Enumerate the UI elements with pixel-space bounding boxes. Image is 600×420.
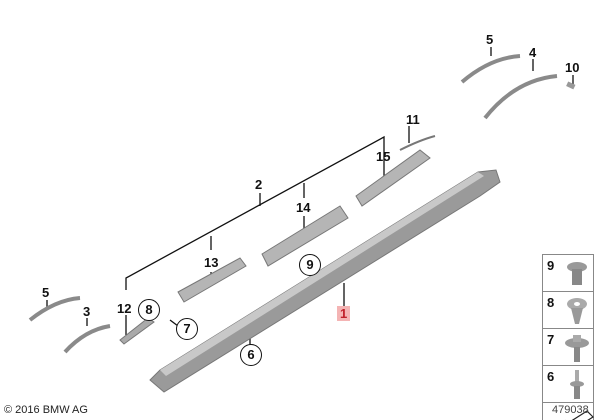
- legend-item-6: 6: [542, 365, 594, 402]
- circled-callout-6: 6: [240, 344, 262, 366]
- circled-callout-7: 7: [176, 318, 198, 340]
- legend-item-7: 7: [542, 328, 594, 365]
- circled-callout-9: 9: [299, 254, 321, 276]
- callout-5-front: 5: [42, 285, 50, 300]
- callout-15: 15: [376, 149, 391, 164]
- copyright-text: © 2016 BMW AG: [4, 404, 88, 416]
- stud-bolt-icon: [570, 370, 584, 399]
- callout-3: 3: [83, 304, 91, 319]
- callout-12: 12: [117, 301, 132, 316]
- callout-11: 11: [406, 112, 420, 127]
- document-number: 479038: [552, 404, 589, 416]
- callout-14: 14: [296, 200, 311, 215]
- nut-icon: [567, 298, 587, 324]
- legend-item-9: 9: [542, 254, 594, 291]
- callout-13: 13: [204, 255, 219, 270]
- circled-callout-8: 8: [138, 299, 160, 321]
- legend-direction: [542, 402, 594, 420]
- rivet-icon: [567, 262, 587, 285]
- callout-1-highlighted: 1: [337, 306, 351, 321]
- screw-icon: [565, 335, 589, 362]
- callout-10: 10: [565, 60, 580, 75]
- legend-item-8: 8: [542, 291, 594, 328]
- arrow-icon: [565, 410, 594, 420]
- callout-4: 4: [529, 45, 537, 60]
- fastener-legend: 9 8 7 6: [542, 254, 594, 420]
- callout-5: 5: [486, 32, 494, 47]
- callout-2: 2: [255, 177, 263, 192]
